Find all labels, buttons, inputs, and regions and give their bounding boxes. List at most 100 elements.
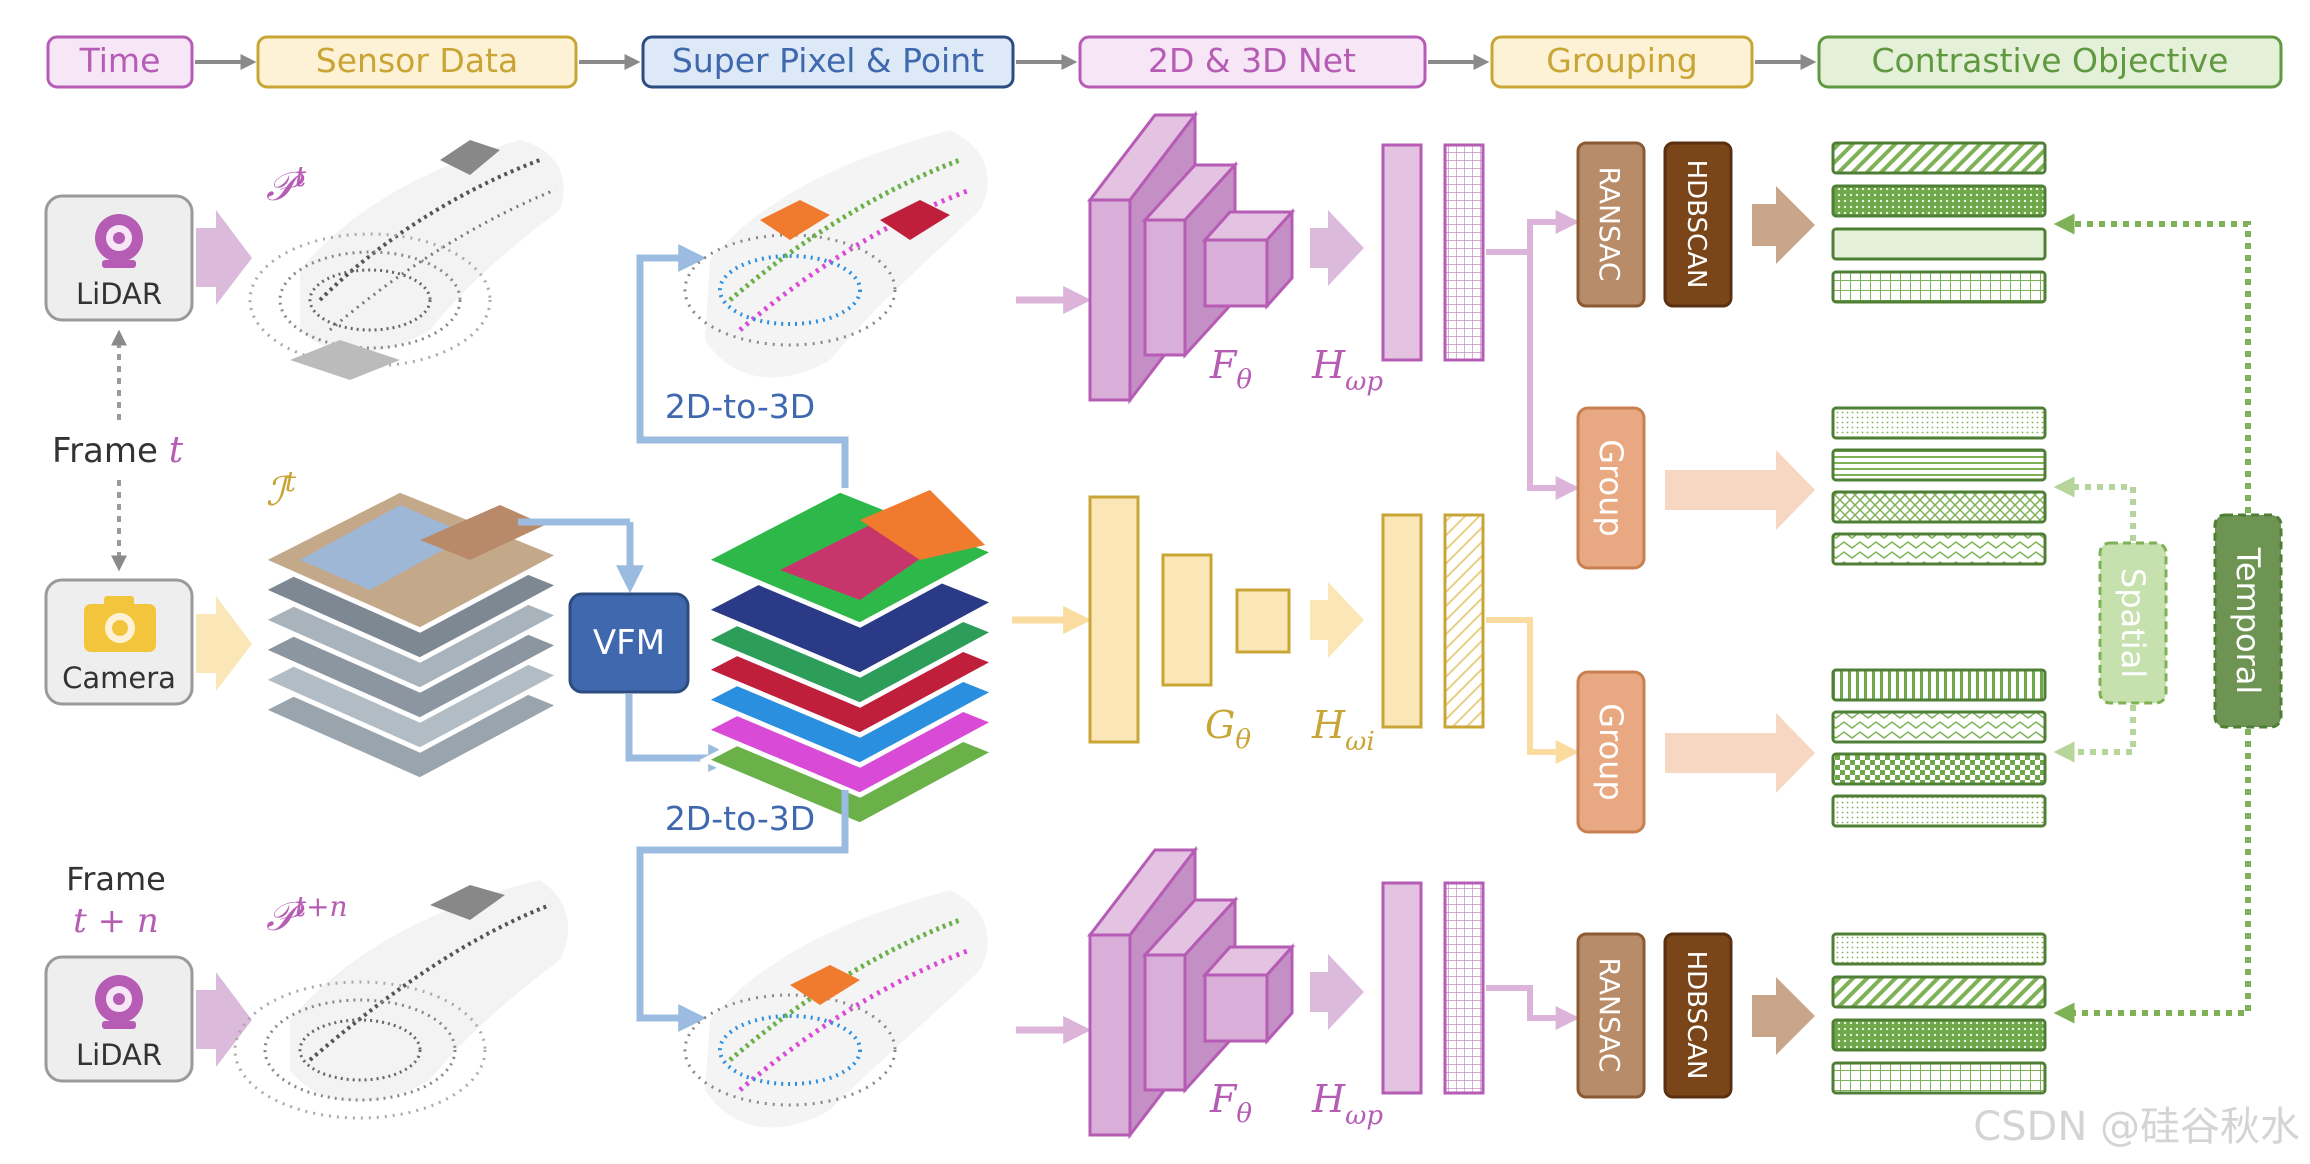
arrow-net-top-to-head xyxy=(1310,210,1364,286)
lidar-top-label: LiDAR xyxy=(76,277,162,311)
hdbscan-top: HDBSCAN xyxy=(1663,141,1733,308)
ransac-bottom-label: RANSAC xyxy=(1593,958,1626,1073)
spatial-box xyxy=(2098,541,2168,705)
header-pipeline: Time Sensor Data Super Pixel & Point 2D … xyxy=(46,35,2283,89)
hdbscan-top-label: HDBSCAN xyxy=(1681,160,1711,289)
group-label-2: Group xyxy=(1592,703,1630,800)
symbol-p-tn: 𝒫t+n xyxy=(266,890,348,940)
header-net-box xyxy=(1078,35,1427,89)
header-superpixel-box xyxy=(641,35,1015,89)
arrow-grouping-bottom-to-features xyxy=(1752,977,1815,1055)
arrow-net-2d-to-head xyxy=(1310,582,1364,658)
temporal-arrow-down xyxy=(2053,729,2251,1024)
header-time-label: Time xyxy=(79,41,161,80)
ransac-top: RANSAC xyxy=(1576,141,1646,308)
arrow-proj-top xyxy=(636,244,849,488)
sensor-lidar-top: LiDAR xyxy=(44,194,194,322)
camera-icon xyxy=(84,596,156,652)
sensor-lidar-bottom: LiDAR xyxy=(44,955,194,1083)
header-contrastive-box xyxy=(1817,35,2283,89)
pointcloud-bottom xyxy=(233,880,569,1120)
vfm-label: VFM xyxy=(593,623,665,663)
group-box-2: Group xyxy=(1576,670,1646,834)
connector-top-to-group xyxy=(1527,252,1580,500)
group-label-1: Group xyxy=(1592,439,1630,536)
net-3d-bottom xyxy=(1086,845,1296,1140)
header-sensor-data-box xyxy=(256,35,578,89)
net-2d xyxy=(1088,495,1291,744)
vfm-box xyxy=(568,592,690,694)
spatial-label: Spatial xyxy=(2114,568,2152,678)
spatial-arrow-up xyxy=(2053,476,2136,541)
colored-points-top xyxy=(683,130,988,378)
watermark: CSDN @硅谷秋水 xyxy=(1973,1104,2300,1150)
head-i-bar1 xyxy=(1381,513,1423,729)
head-p-bottom-bar2 xyxy=(1443,881,1485,1095)
net-3d-top xyxy=(1086,110,1296,405)
frame-t-label: Frame t xyxy=(52,430,184,471)
ransac-top-label: RANSAC xyxy=(1593,167,1626,282)
arrow-group1-to-features xyxy=(1665,450,1815,530)
features-group2 xyxy=(1831,668,2047,828)
symbol-i-t: ℐt xyxy=(266,465,297,515)
symbol-f-theta-bottom: Fθ xyxy=(1209,1077,1252,1129)
lidar-bottom-icon xyxy=(95,975,143,1029)
proj-top-label: 2D-to-3D xyxy=(665,387,815,426)
arrow-lidar-top-to-pointcloud xyxy=(196,210,252,305)
temporal-label: Temporal xyxy=(2229,547,2267,695)
head-p-bottom-bar1 xyxy=(1381,881,1423,1095)
vfm-block: VFM xyxy=(568,592,690,694)
colored-points-bottom xyxy=(683,890,988,1128)
arrow-vfm-to-superpixels xyxy=(625,694,737,772)
spatial-block: Spatial xyxy=(2098,541,2168,705)
frame-tn-label: Frame xyxy=(66,860,166,898)
head-p-top-bar2 xyxy=(1443,143,1485,362)
temporal-arrow-up xyxy=(2053,213,2251,513)
symbol-f-theta-top: Fθ xyxy=(1209,343,1252,395)
sensor-camera: Camera xyxy=(44,578,194,706)
header-grouping-label: Grouping xyxy=(1546,41,1698,80)
arrow-lidar-bottom-to-pointcloud xyxy=(196,972,252,1067)
temporal-box xyxy=(2213,513,2283,729)
features-top xyxy=(1831,141,2047,304)
arrow-net-bottom-to-head xyxy=(1310,954,1364,1030)
arrow-proj-bottom xyxy=(636,790,849,1032)
symbol-g-theta: Gθ xyxy=(1205,703,1251,755)
connector-2d-to-group xyxy=(1486,617,1580,764)
spatial-arrow-down xyxy=(2053,705,2136,763)
proj-bottom-label: 2D-to-3D xyxy=(665,799,815,838)
symbol-p-t: 𝒫t xyxy=(266,160,307,210)
header-superpixel-label: Super Pixel & Point xyxy=(672,41,984,80)
symbol-h-wp-top: Hωp xyxy=(1311,343,1383,397)
symbol-h-wi: Hωi xyxy=(1311,703,1375,757)
header-time-box xyxy=(46,35,194,89)
group-box-1: Group xyxy=(1576,406,1646,570)
connector-bottom-to-ransac xyxy=(1486,985,1580,1030)
connector-top-to-ransac xyxy=(1486,210,1580,255)
features-bottom xyxy=(1831,932,2047,1095)
ransac-bottom: RANSAC xyxy=(1576,932,1646,1099)
header-sensor-data-label: Sensor Data xyxy=(316,41,518,80)
head-i-bar2 xyxy=(1443,513,1485,729)
lidar-top-icon xyxy=(95,214,143,268)
arrow-grouping-top-to-features xyxy=(1752,186,1815,264)
features-group1 xyxy=(1831,406,2047,566)
header-grouping-box xyxy=(1490,35,1754,89)
lidar-bottom-label: LiDAR xyxy=(76,1038,162,1072)
arrow-camera-to-images xyxy=(196,596,252,691)
temporal-block: Temporal xyxy=(2213,513,2283,729)
arrow-group2-to-features xyxy=(1665,713,1815,793)
hdbscan-bottom: HDBSCAN xyxy=(1663,932,1733,1099)
header-net-label: 2D & 3D Net xyxy=(1148,41,1356,80)
camera-label: Camera xyxy=(62,661,176,695)
frame-tn-var: t + n xyxy=(73,901,159,941)
pointcloud-top xyxy=(248,140,564,380)
header-contrastive-label: Contrastive Objective xyxy=(1872,41,2229,80)
frame-t-var: t xyxy=(169,430,184,471)
hdbscan-bottom-label: HDBSCAN xyxy=(1681,951,1711,1080)
superpixel-stack xyxy=(699,487,1001,828)
symbol-h-wp-bottom: Hωp xyxy=(1311,1077,1383,1131)
image-stack xyxy=(256,487,566,783)
head-p-top-bar1 xyxy=(1381,143,1423,362)
